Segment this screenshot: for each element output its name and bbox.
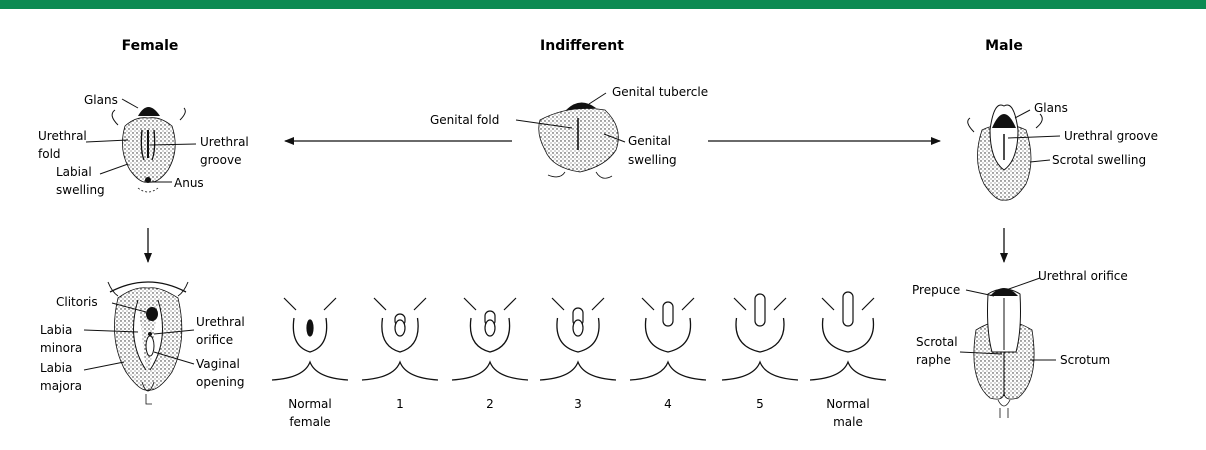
stage-figure — [810, 292, 886, 380]
stage-label: 3 — [574, 397, 582, 411]
label-vaginal-opening-2: opening — [196, 375, 245, 389]
stage-figure — [630, 298, 706, 380]
label-scrotal-raphe-2: raphe — [916, 353, 951, 367]
label-labia-minora-2: minora — [40, 341, 82, 355]
label-labia-minora-1: Labia — [40, 323, 72, 337]
stage-label: Normal — [826, 397, 869, 411]
heading-male: Male — [985, 38, 1023, 54]
label-glans-female: Glans — [84, 93, 118, 107]
label-scrotum: Scrotum — [1060, 353, 1110, 367]
stage-label: 2 — [486, 397, 494, 411]
label-urethral-orifice-female-1: Urethral — [196, 315, 245, 329]
label-genital-swelling-1: Genital — [628, 134, 671, 148]
label-genital-fold: Genital fold — [430, 113, 499, 127]
stage-figure — [272, 298, 348, 380]
label-glans-male: Glans — [1034, 101, 1068, 115]
label-anus: Anus — [174, 176, 204, 190]
label-clitoris: Clitoris — [56, 295, 98, 309]
heading-female: Female — [122, 38, 179, 54]
stage-label: 4 — [664, 397, 672, 411]
label-scrotal-swelling: Scrotal swelling — [1052, 153, 1146, 167]
indifferent-illustration — [539, 102, 619, 178]
stage-figure — [362, 298, 438, 380]
stage-label: male — [833, 415, 863, 429]
label-urethral-groove-female-2: groove — [200, 153, 241, 167]
stage-figure — [540, 298, 616, 380]
female-late-illustration — [108, 282, 188, 404]
stage-label: Normal — [288, 397, 331, 411]
label-urethral-fold-2: fold — [38, 147, 61, 161]
stage-label: 5 — [756, 397, 764, 411]
stage-figure — [722, 294, 798, 380]
stage-label: female — [289, 415, 330, 429]
label-vaginal-opening-1: Vaginal — [196, 357, 240, 371]
label-urethral-orifice-male: Urethral orifice — [1038, 269, 1128, 283]
label-labia-majora-1: Labia — [40, 361, 72, 375]
label-genital-tubercle: Genital tubercle — [612, 85, 708, 99]
stage-label: 1 — [396, 397, 404, 411]
label-urethral-fold-1: Urethral — [38, 129, 87, 143]
label-prepuce: Prepuce — [912, 283, 960, 297]
heading-indifferent: Indifferent — [540, 38, 624, 54]
label-genital-swelling-2: swelling — [628, 153, 677, 167]
label-urethral-orifice-female-2: orifice — [196, 333, 233, 347]
label-urethral-groove-female-1: Urethral — [200, 135, 249, 149]
label-labial-swelling-1: Labial — [56, 165, 92, 179]
label-labial-swelling-2: swelling — [56, 183, 105, 197]
label-scrotal-raphe-1: Scrotal — [916, 335, 958, 349]
stage-figure — [452, 298, 528, 380]
label-urethral-groove-male: Urethral groove — [1064, 129, 1158, 143]
male-early-illustration — [968, 105, 1043, 200]
prader-stages-row: Normal female 1 2 3 4 5 Normal male — [272, 292, 886, 429]
label-labia-majora-2: majora — [40, 379, 82, 393]
